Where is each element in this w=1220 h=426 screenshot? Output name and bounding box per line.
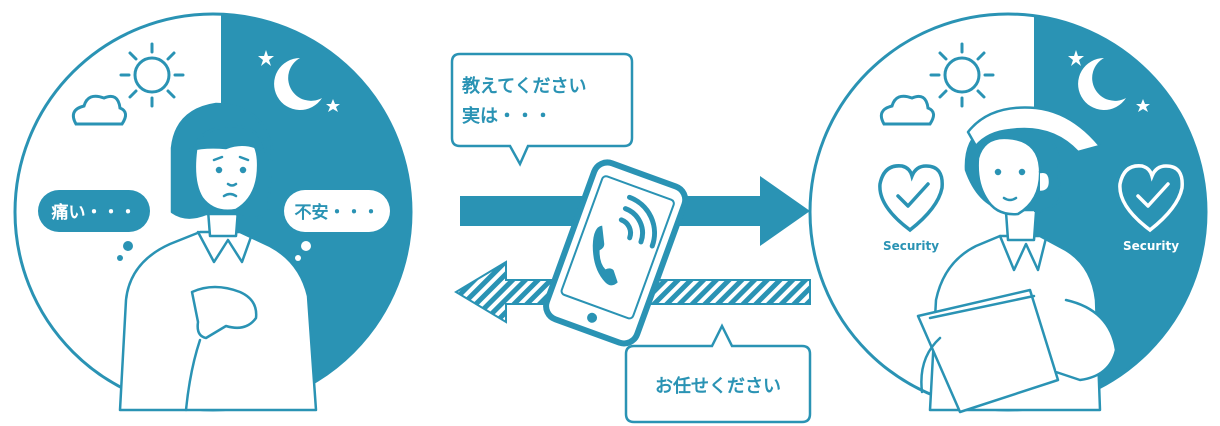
star-icon — [1068, 50, 1084, 66]
heart-check-icon — [1118, 164, 1184, 233]
nurse-figure — [916, 106, 1118, 414]
security-label-left: Security — [883, 239, 939, 253]
signal-waves-icon — [618, 194, 657, 249]
moon-icon — [274, 58, 322, 110]
communication-flow: 教えてください 実は・・・ お任せください — [450, 52, 812, 424]
patient-figure — [118, 102, 318, 412]
sun-icon — [929, 42, 995, 108]
speech-box-lower: お任せください — [624, 323, 812, 424]
speech-bubble-pain: 痛い・・・ — [38, 190, 150, 261]
sun-icon — [119, 42, 185, 108]
moon-icon — [1078, 58, 1126, 110]
star-icon — [326, 99, 340, 112]
speech-box-upper: 教えてください 実は・・・ — [450, 52, 634, 167]
upper-speech-line1: 教えてください — [462, 75, 587, 97]
patient-scene: 痛い・・・ 不安・・・ — [13, 12, 413, 412]
speech-bubble-anxiety: 不安・・・ — [284, 190, 390, 261]
upper-speech-line2: 実は・・・ — [462, 105, 552, 127]
nurse-scene: Security Security — [808, 12, 1208, 414]
bubble-pain-text: 痛い・・・ — [52, 202, 137, 223]
cloud-icon — [879, 94, 935, 126]
heart-check-icon — [878, 164, 944, 233]
star-icon — [1136, 99, 1150, 112]
phone-handset-icon — [592, 225, 618, 286]
star-icon — [258, 50, 274, 66]
cloud-icon — [71, 94, 127, 126]
smartphone-icon — [543, 159, 689, 347]
lower-speech-text: お任せください — [655, 375, 781, 397]
security-label-right: Security — [1123, 239, 1179, 253]
bubble-anxiety-text: 不安・・・ — [295, 202, 380, 223]
